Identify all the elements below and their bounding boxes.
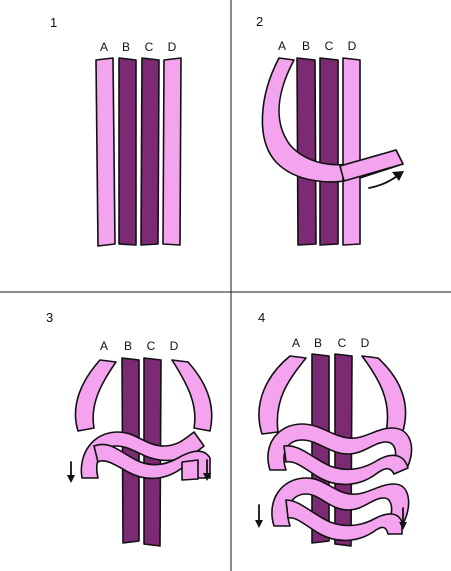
strand-c bbox=[319, 57, 339, 246]
strand-label-b: B bbox=[302, 39, 310, 53]
arrow-head-icon bbox=[67, 475, 75, 483]
strand-d-loop bbox=[361, 355, 407, 435]
step-number: 1 bbox=[50, 15, 57, 30]
arrow-head-icon bbox=[255, 520, 263, 528]
strand-d-loop bbox=[171, 359, 213, 432]
strand-label-a: A bbox=[278, 39, 286, 53]
middle-crossing-strand bbox=[283, 445, 409, 486]
strand-label-c: C bbox=[338, 336, 347, 350]
panel-step-3: 3 A B C D bbox=[46, 310, 213, 547]
crossing-strand-left bbox=[80, 431, 205, 479]
movement-arrow bbox=[368, 175, 398, 189]
step-number: 4 bbox=[258, 310, 265, 325]
strand-a-loop bbox=[74, 359, 117, 432]
strand-c bbox=[140, 57, 160, 246]
strand-tail-right bbox=[181, 459, 199, 481]
strand-b bbox=[296, 57, 317, 246]
strand-label-c: C bbox=[325, 39, 334, 53]
strand-label-d: D bbox=[361, 336, 370, 350]
strand-label-a: A bbox=[100, 339, 108, 353]
strand-a-loop bbox=[258, 355, 307, 435]
strand-label-b: B bbox=[314, 336, 322, 350]
bottom-crossing-strand bbox=[285, 499, 403, 542]
arrow-head-icon bbox=[392, 171, 404, 181]
panel-step-4: 4 A B C D bbox=[255, 310, 413, 547]
strand-b bbox=[118, 57, 137, 246]
panel-step-1: 1 A B C D bbox=[50, 15, 182, 247]
crossing-strand-right bbox=[93, 443, 211, 480]
strand-a-over-d bbox=[339, 149, 404, 182]
strand-label-d: D bbox=[170, 339, 179, 353]
step-number: 3 bbox=[46, 310, 53, 325]
strand-label-b: B bbox=[122, 40, 130, 54]
arrow-head-icon bbox=[203, 473, 211, 481]
strand-label-a: A bbox=[292, 336, 300, 350]
strand-d bbox=[162, 57, 182, 246]
strand-label-c: C bbox=[147, 339, 156, 353]
panel-step-2: 2 A B C D bbox=[256, 14, 404, 246]
strand-label-d: D bbox=[348, 39, 357, 53]
strand-label-b: B bbox=[124, 339, 132, 353]
strand-label-d: D bbox=[168, 40, 177, 54]
arrow-head-icon bbox=[399, 522, 407, 530]
strand-a bbox=[95, 57, 116, 247]
strand-label-c: C bbox=[145, 40, 154, 54]
strand-b bbox=[121, 357, 140, 544]
step-number: 2 bbox=[256, 14, 263, 29]
strand-d bbox=[342, 57, 361, 246]
strand-label-a: A bbox=[100, 40, 108, 54]
